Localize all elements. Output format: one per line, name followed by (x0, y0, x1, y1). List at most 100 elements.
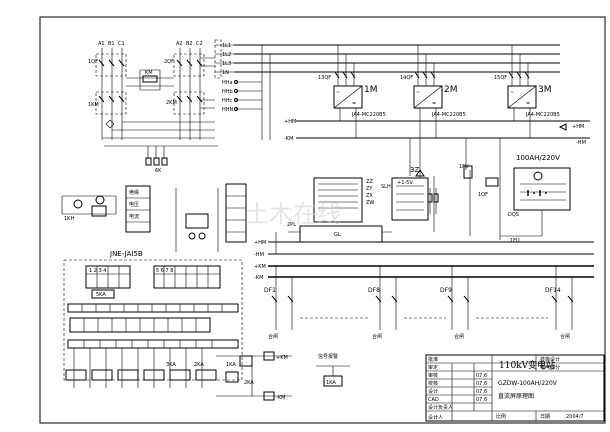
svg-text:ZX: ZX (366, 193, 373, 199)
feeder-14: DF14 (545, 287, 561, 294)
title-voltage: 110kV变电站 (499, 359, 555, 371)
tb-role-7: 设计人 (428, 414, 443, 421)
feeder-9-caption: 合闸 (454, 333, 464, 340)
feeder-1: DF1 (264, 287, 276, 294)
tb-role-1: 审定 (428, 364, 438, 371)
phase1-a: A1 (98, 41, 105, 47)
svg-text:ZZ: ZZ (366, 179, 373, 185)
main-bus-plus-label: +HM (254, 240, 266, 246)
module2-label: 2M (444, 85, 458, 95)
contactor-2-label: 2KM (166, 100, 177, 106)
svg-text:2KA: 2KA (244, 380, 254, 386)
svg-text:1KH: 1KH (64, 216, 74, 222)
terminal-label: 6K (155, 168, 162, 174)
bus-l1: 1L1 (222, 43, 231, 49)
svg-text:信号报警: 信号报警 (318, 353, 338, 360)
rail-hm-plus: +HM (284, 119, 296, 125)
svg-text:+1-5V: +1-5V (397, 180, 413, 186)
svg-text:电压: 电压 (129, 201, 139, 208)
dc-rails: +HM -KM +HM -HM (284, 119, 590, 146)
tb-role-2: 审核 (428, 372, 438, 379)
feeder-1-caption: 合闸 (268, 333, 278, 340)
module2-breaker: 14QF (400, 75, 413, 81)
drawing-title-2: 直流屏原理图 (498, 392, 534, 400)
dc-main-bus: +HM -HM +KM -KM (254, 232, 594, 281)
svg-text:~: ~ (336, 90, 340, 96)
tb-scale-label: 比例 (496, 413, 506, 420)
module3-model: JA4-MC220B5 (525, 112, 560, 118)
svg-text:1KA: 1KA (226, 362, 236, 368)
tb-role-5: CAD (428, 397, 439, 403)
battery-switch: 1QF (478, 192, 488, 198)
title-stage: 技施设计 (540, 356, 560, 363)
aux-circuit-left: 1KH 绝缘 电压 电流 (61, 183, 247, 252)
ac-input-section: A1 B1 C1 A2 B2 C2 1QF 2QF 1KM 2KM KM 6K (88, 41, 218, 174)
title-discipline: 电气部分 (540, 364, 560, 371)
rail-hm-plus-right: +HM (572, 124, 584, 130)
svg-text:电流: 电流 (129, 213, 139, 220)
module3-breaker: 15QF (494, 75, 507, 81)
charger-module-1: 13QF ~ = 1M JA4-MC220B5 (318, 45, 386, 138)
main-bus-km-minus: -KM (254, 275, 263, 281)
breaker-2-label: 2QF (164, 59, 174, 65)
svg-text:GL: GL (334, 232, 341, 238)
svg-text:DQS: DQS (508, 212, 519, 218)
svg-text:1 2 3 4: 1 2 3 4 (89, 268, 107, 274)
small-unit-label: 1KA (326, 380, 336, 386)
phase2-b: B2 (186, 41, 193, 47)
bus-l2: 1L2 (222, 52, 231, 58)
svg-text:HHa: HHa (222, 80, 233, 86)
feeder-9: DF9 (440, 287, 452, 294)
svg-text:KM: KM (145, 70, 153, 76)
feeder-8: DF8 (368, 287, 380, 294)
charger-module-3: 15QF ~ = 3M JA4-MC220B5 (494, 45, 560, 138)
phase2-c: C2 (196, 41, 203, 47)
tb-role-0: 批准 (428, 356, 438, 363)
tb-date-2: 07.6 (476, 373, 487, 379)
feeder-8-caption: 合闸 (372, 333, 382, 340)
drawing-title-1: GZDW-100AH/220V (498, 380, 558, 387)
svg-text:5KA: 5KA (96, 292, 106, 298)
battery-label: 100AH/220V (516, 154, 560, 162)
controller-title: JNE-JAI5B (109, 250, 143, 258)
tb-role-6: 设计负责人 (428, 404, 453, 411)
main-bus-minus-label: -HM (254, 252, 264, 258)
battery-section: 100AH/220V 1FU 1QF DQS 1FU (459, 138, 571, 244)
svg-text:=: = (526, 101, 530, 107)
small-unit: 1KA 信号报警 (316, 353, 350, 387)
charger-module-2: 14QF ~ = 2M JA4-MC220B5 (400, 45, 466, 138)
silicon-chain-label: 3Z (410, 166, 419, 174)
main-bus-km-plus: +KM (254, 264, 266, 270)
title-block: 110kV变电站 技施设计 电气部分 GZDW-100AH/220V 直流屏原理… (425, 354, 605, 422)
feeder-14-caption: 合闸 (560, 333, 570, 340)
svg-text:ZY: ZY (366, 186, 373, 192)
contactor-1-label: 1KM (88, 102, 99, 108)
rail-km-minus: -KM (284, 136, 293, 142)
svg-text:5 6 7 8: 5 6 7 8 (156, 268, 174, 274)
svg-text:2PL: 2PL (287, 222, 296, 228)
svg-text:绝缘: 绝缘 (129, 189, 139, 196)
phase1-b: B1 (108, 41, 115, 47)
module2-model: JA4-MC220B5 (431, 112, 466, 118)
tb-role-4: 设计 (428, 388, 438, 395)
silicon-chain-section: 3Z SLH ZZ ZY ZX ZW +1-5V GL 2PL (287, 121, 439, 243)
module1-label: 1M (364, 85, 378, 95)
node-3ka: 3KA (166, 362, 176, 368)
svg-text:~: ~ (416, 90, 420, 96)
watermark-logo: 土木在线 (245, 200, 341, 228)
output-plus: +KM (276, 355, 288, 361)
module1-breaker: 13QF (318, 75, 331, 81)
node-2ka: 2KA (194, 362, 204, 368)
phase1-c: C1 (118, 41, 125, 47)
output-minus: -KM (276, 395, 285, 401)
svg-text:HHc: HHc (222, 98, 233, 104)
bus-n: 1N (222, 70, 229, 76)
module1-model: JA4-MC220B5 (351, 112, 386, 118)
silicon-unit-label: SLH (381, 184, 391, 190)
tb-date-4: 07.6 (476, 389, 487, 395)
module3-label: 3M (538, 85, 552, 95)
tb-role-3: 校核 (428, 380, 438, 387)
bus-l3: 1L3 (222, 61, 231, 67)
